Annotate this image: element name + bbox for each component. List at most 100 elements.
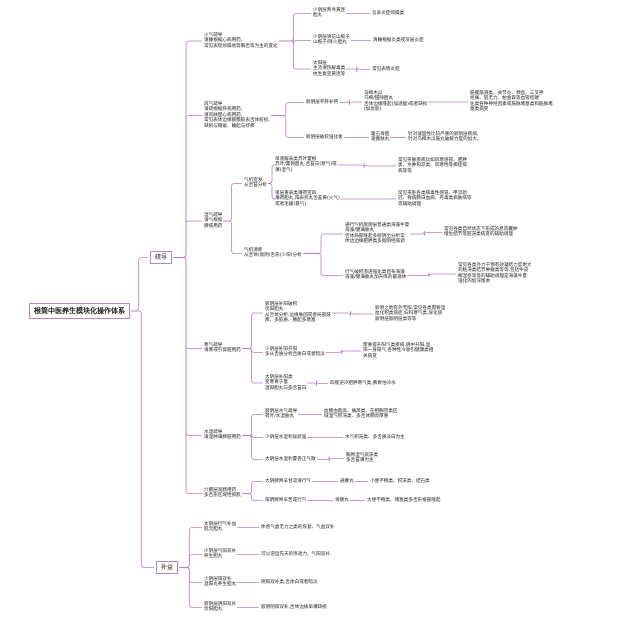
topic-liufu-line: 六腑层润肠用药 xyxy=(204,488,237,493)
topic-huoqi-3-line: 太阳层 xyxy=(313,61,327,66)
note-buyi-4[interactable]: 厥阴阴阳双补,舌体边缘单薄缺损 xyxy=(261,605,327,610)
note-shiqi-2a-detail[interactable]: 常见各类自然状态下形成的息肉囊肿增生结节等脏滞类病变的辅助调理 xyxy=(444,227,518,238)
topic-fengqi[interactable]: 风气疏导请疏根据肝病用药,请风肤胆心病用药,常见表体边缘额都胶表舌体胶损,缺损与… xyxy=(204,102,270,129)
note-shiqi-2b[interactable]: 行气破积渗透强化类昆布海藻海藻/健满肤丸加升降的最滋体 xyxy=(345,270,406,281)
connector-sq1-sq1a xyxy=(268,164,276,184)
topic-liufu-1[interactable]: 太阴脾胃辛甘凉滑行气 xyxy=(265,479,311,484)
note-shiqi-1b[interactable]: 单层重表类薄荷宣四薄荷胆丸,阳表旁丸舌苔黄(火气)或者毛瘤(暴气) xyxy=(275,191,340,207)
note-shiqi-1b-line: 薄荷胆丸,阳表旁丸舌苔黄(火气) xyxy=(275,196,340,202)
topic-fengqi-1-line: 厥阴层平肝补钙 xyxy=(306,100,339,105)
topic-huoqi-3[interactable]: 太阳层主流清热解毒类抗生素宣黄连等 xyxy=(313,61,345,77)
note-shiqi-1b-detail[interactable]: 常见夹卧各类病毒性感冒、甲流新冠、骨病肺白血病、丹毒类病肤病等等辅助调理 xyxy=(398,191,472,207)
connector-hanqi-hn2 xyxy=(242,348,263,353)
branch-shudao[interactable]: 疏导 xyxy=(150,251,173,264)
note-liufu-2-detail[interactable]: 大便不畅类、堵塞类多舌形根部隆起 xyxy=(367,498,441,503)
topic-shiqi[interactable]: 湿气疏导请气根据脾病用药 xyxy=(204,213,222,229)
topic-huoqi[interactable]: 火气疏导请睡根据心病用药,常见表现烦躁易等胸舌等为主的变化 xyxy=(204,33,278,49)
connector-shudao-hanqi xyxy=(173,257,202,349)
topic-shuishi-2[interactable]: 少阴层水湿利尿武强 xyxy=(265,435,306,440)
topic-hanqi-1[interactable]: 厥阴层补阳破积伏阳胆丸从舌体分析,边缘肤固或者局部鼓痹、多胶质、腰起多堵塞 xyxy=(265,302,331,324)
note-huoqi-1[interactable]: 吾表炎症烦躁类 xyxy=(372,11,404,16)
topic-hanqi-1-line: 从舌体分析,边缘肤固或者局部鼓 xyxy=(265,312,331,318)
note-shuishi-1-line: 域湿气积滞类、多舌体肺亮厚重 xyxy=(324,414,389,420)
note-shiqi-2a-line: 通行气机厥阴层普通类海藻牛夏 xyxy=(345,223,410,228)
topic-shuishi[interactable]: 水湿疏导请湿肿满脾脏用药 xyxy=(204,430,241,441)
note-buyi-2[interactable]: 可以逆运先天的涤透力、气阳双补 xyxy=(261,552,330,557)
topic-shuishi-1-line: 厥阴层水气疏导 xyxy=(265,409,298,414)
branch-buyi-line: 补益 xyxy=(161,564,174,571)
note-shiqi-2a[interactable]: 通行气机厥阴层普通类海藻牛夏海藻/健满肤丸舌体局部隆起多厥阴出分析常体边边缘肥胖… xyxy=(345,223,409,245)
connector-huoqi-hq3 xyxy=(279,40,311,70)
connector-buyi-by1 xyxy=(179,527,202,568)
note-shiqi-2a-line: 舌体局部隆起多厥阴出分析常 xyxy=(345,233,405,239)
topic-buyi-3[interactable]: 少阴层阳双补温阳丸养生胆丸 xyxy=(204,577,236,588)
topic-huoqi-1[interactable]: 少阴层青寻黄连胆丸 xyxy=(313,8,345,19)
topic-huoqi-2[interactable]: 少阴层清花山栀子山栀子/降火胆丸 xyxy=(313,35,350,46)
note-shuishi-2[interactable]: 水气积滞类、多舌质淡白为主 xyxy=(345,435,405,440)
topic-huoqi-3-line: 主流清热解毒类 xyxy=(313,66,346,72)
topic-buyi-2[interactable]: 少阴层气阳双补养生胆丸 xyxy=(204,549,236,560)
note-shiqi-1a[interactable]: 单液解表类苏叶藿根苏叶/藿佩胆丸,舌苔白(寒气)或薄(湿气) xyxy=(275,157,337,173)
topic-shuishi-3-line: 太阴层水湿利藿香正气散 xyxy=(265,457,316,462)
topic-huoqi-2-line: 山栀子/降火胆丸 xyxy=(313,40,347,46)
note-shiqi-1a-detail[interactable]: 常见夹脉疾病比如风寒感冒、肥胖类、水肿和凉类、风寒性等痹症病病等等 xyxy=(398,158,467,174)
topic-fengqi-1[interactable]: 厥阴层平肝补钙 xyxy=(306,100,338,105)
note-fengqi-1-detail[interactable]: 筋膜筋滑类、关节炎、颈直、三叉神经痛、肌无力、帕金森等血管结硬化类各种神经因素或… xyxy=(470,91,553,113)
topic-shiqi-2[interactable]: 气机清降从舌体(厥阴)舌形(少阳)分析 xyxy=(244,248,302,259)
note-liufu-1-line: 通脾丸 xyxy=(340,479,354,484)
topic-shiqi-2-line: 气机清降 xyxy=(244,248,263,253)
note-shiqi-1a-line: 薄(湿气) xyxy=(275,167,293,173)
connector-liufu-lf2 xyxy=(242,493,263,501)
connector-hn2-hn2a xyxy=(326,349,361,355)
note-hanqi-3[interactable]: 四肢逆冷肥胖寒气类,脾胃怕冷水 xyxy=(330,381,396,386)
topic-buyi-4-line: 厥阴层阴阳双补 xyxy=(204,602,237,607)
topic-huoqi-1-line: 少阴层青寻黄连 xyxy=(313,8,346,13)
note-shiqi-2a-line: 体边边缘肥胖类多厥阴经病调 xyxy=(345,239,405,245)
note-huoqi-3[interactable]: 常见表情炎症 xyxy=(372,67,400,72)
topic-liufu[interactable]: 六腑层润肠用药多舌形区域性瘀肌 xyxy=(204,488,241,499)
topic-hanqi-2-line: 多从舌质分析舌质白或者暗淡 xyxy=(265,352,325,358)
connector-sq2a-sq2a2 xyxy=(410,230,442,236)
note-liufu-1[interactable]: 通脾丸 xyxy=(340,479,354,484)
topic-hanqi-2[interactable]: 少阴层补阳开阳多从舌质分析舌质白或者暗淡 xyxy=(265,347,325,358)
note-liufu-2-line: 滑肠丸 xyxy=(335,498,349,503)
topic-liufu-2[interactable]: 阳明脾胃辛苦咸行气 xyxy=(265,498,306,503)
topic-shuishi-3[interactable]: 太阴层水湿利藿香正气散 xyxy=(265,457,316,462)
connector-fq1-fq1a xyxy=(339,99,362,106)
note-shuishi-3[interactable]: 胸胃湿气痰滞类多舌苔薄为主 xyxy=(346,453,378,464)
topic-hanqi[interactable]: 寒气疏导请寒或引肾脏用药 xyxy=(204,343,241,354)
topic-buyi-2-line: 养生胆丸 xyxy=(204,554,223,560)
note-huoqi-2-line: 清睡根据炎类夜深层炎症 xyxy=(373,38,424,43)
topic-huoqi-line: 火气疏导 xyxy=(204,33,223,38)
connector-hanqi-hn1 xyxy=(242,312,263,349)
branch-buyi[interactable]: 补益 xyxy=(156,561,179,574)
note-hanqi-2[interactable]: 需要提升阳气类疾病,阴中升阳,温阳一身阳气,各种性冷收引健康类相关病变 xyxy=(363,343,433,359)
note-fengqi-1[interactable]: 马梅木瓜乌梅/甜除胆丸舌体边缘隆起(加消瘦)或者缺损(加优胶) xyxy=(364,91,427,113)
topic-fengqi-2[interactable]: 厥阴层破软强化板 xyxy=(306,135,343,140)
note-fengqi-2[interactable]: 暖石骨胆速搬肤丸 xyxy=(371,132,389,143)
note-shiqi-2b-detail-line: 常见各类外力干预有效凝结力度更大 xyxy=(458,263,532,268)
note-huoqi-2[interactable]: 清睡根据炎类夜深层炎症 xyxy=(373,38,424,43)
root-topic[interactable]: 根筒中医养生模块化操作体系 xyxy=(29,303,130,319)
connector-shudao-shiqi xyxy=(173,220,202,258)
note-shiqi-1a-detail-line: 病等等 xyxy=(398,168,412,174)
note-fengqi-2-detail[interactable]: 针对凝固性比较严重的厥阴层疾病,针对乌梅木瓜筋丸破解力度的加大。 xyxy=(408,132,482,143)
note-liufu-1-detail[interactable]: 小便不畅类、积滞类、结石类 xyxy=(370,479,430,484)
note-liufu-2[interactable]: 滑肠丸 xyxy=(335,498,349,503)
note-buyi-4-line: 厥阴阴阳双补,舌体边缘单薄缺损 xyxy=(261,605,327,610)
note-buyi-1-line: 体感气虚无力之类的恢复、气血双补 xyxy=(261,525,335,530)
topic-shiqi-1-line: 气机宣发 xyxy=(244,178,263,183)
note-buyi-3[interactable]: 阴阳双补类,舌体白或者暗淡 xyxy=(261,580,318,585)
topic-buyi-1[interactable]: 太阴层行气补血肌元胆丸 xyxy=(204,522,236,533)
note-shiqi-2b-detail[interactable]: 常见各类外力干预有效凝结力度更大的粘滞类结节肿瘤类等等,包括牛皮癣湿疹等等的辅助… xyxy=(458,263,532,285)
topic-hanqi-3[interactable]: 太阴层补阳类变寒胃于量温阳胆丸与多舌苔白 xyxy=(265,375,306,391)
note-shuishi-3-line: 胸胃湿气痰滞类 xyxy=(346,453,379,458)
topic-huoqi-line: 常见表现烦躁易等胸舌等为主的变化 xyxy=(204,43,278,49)
note-shuishi-1[interactable]: 血糖血脂高、痛风类、在相胸宗类区域湿气积滞类、多舌体肺亮厚重 xyxy=(324,409,398,420)
topic-buyi-4[interactable]: 厥阴层阴阳双补伏阳胆丸 xyxy=(204,602,236,613)
note-buyi-1[interactable]: 体感气虚无力之类的恢复、气血双补 xyxy=(261,525,335,530)
note-hanqi-1[interactable]: 厥阴之地有外无阳,常见各类需要温血化积类病症,妇科寒气类,尿化痰厥阴层厥阴层类等… xyxy=(375,306,445,322)
topic-shuishi-1-line: 荷叶/水湿肤丸 xyxy=(265,414,295,420)
topic-shuishi-1[interactable]: 厥阴层水气疏导荷叶/水湿肤丸 xyxy=(265,409,297,420)
topic-shiqi-1[interactable]: 气机宣发从舌苔分析 xyxy=(244,178,267,189)
